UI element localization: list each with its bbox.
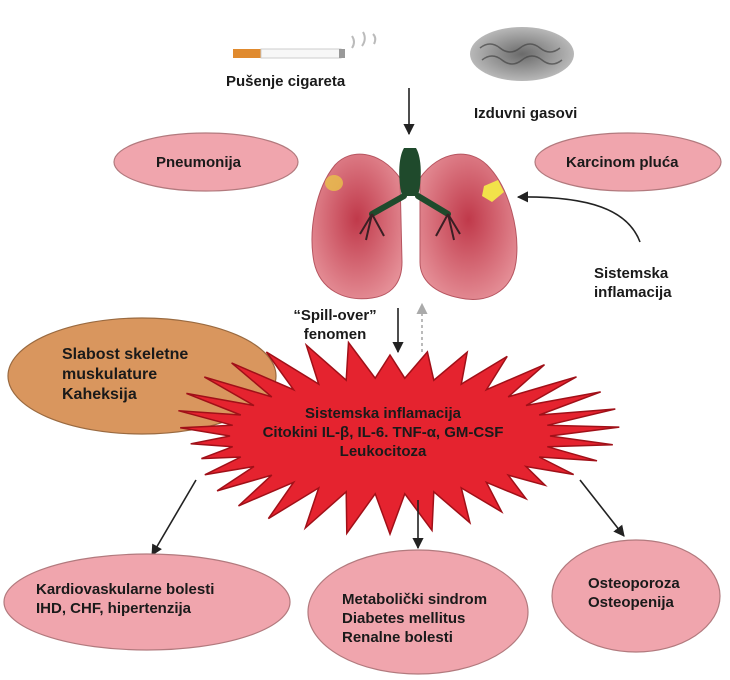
systemic-side-line1: Sistemska bbox=[594, 264, 672, 283]
spillover-line2: fenomen bbox=[280, 325, 390, 344]
lung-cancer-label: Karcinom pluća bbox=[566, 153, 679, 172]
to-bone-arrow bbox=[580, 480, 624, 536]
systemic-inflammation-side-label: Sistemska inflamacija bbox=[594, 264, 672, 302]
metabolic-line3: Renalne bolesti bbox=[342, 628, 487, 647]
metabolic-line2: Diabetes mellitus bbox=[342, 609, 487, 628]
muscle-line2: muskulature bbox=[62, 365, 188, 385]
cigarette-label: Pušenje cigareta bbox=[226, 72, 345, 91]
muscle-line1: Slabost skeletne bbox=[62, 345, 188, 365]
burst-line2: Citokini IL-β, IL-6. TNF-α, GM-CSF bbox=[208, 423, 558, 442]
to-cardio-arrow bbox=[152, 480, 196, 555]
bone-label: Osteoporoza Osteopenija bbox=[588, 574, 680, 612]
exhaust-smoke-icon bbox=[470, 27, 574, 81]
center-burst-label: Sistemska inflamacija Citokini IL-β, IL-… bbox=[208, 404, 558, 461]
pneumonia-label: Pneumonija bbox=[156, 153, 241, 172]
cardio-line1: Kardiovaskularne bolesti bbox=[36, 580, 214, 599]
bone-line1: Osteoporoza bbox=[588, 574, 680, 593]
exhaust-label: Izduvni gasovi bbox=[474, 104, 577, 123]
muscle-line3: Kaheksija bbox=[62, 385, 188, 405]
bone-line2: Osteopenija bbox=[588, 593, 680, 612]
cardio-label: Kardiovaskularne bolesti IHD, CHF, hiper… bbox=[36, 580, 214, 618]
cigarette-icon bbox=[233, 32, 375, 58]
metabolic-label: Metabolički sindrom Diabetes mellitus Re… bbox=[342, 590, 487, 647]
metabolic-line1: Metabolički sindrom bbox=[342, 590, 487, 609]
cardio-line2: IHD, CHF, hipertenzija bbox=[36, 599, 214, 618]
spillover-line1: “Spill-over” bbox=[280, 306, 390, 325]
burst-line1: Sistemska inflamacija bbox=[208, 404, 558, 423]
systemic-side-line2: inflamacija bbox=[594, 283, 672, 302]
systemic-to-lungs-arrow bbox=[518, 197, 640, 242]
spillover-label: “Spill-over” fenomen bbox=[280, 306, 390, 344]
lungs-icon bbox=[312, 148, 517, 300]
burst-line3: Leukocitoza bbox=[208, 442, 558, 461]
muscle-label: Slabost skeletne muskulature Kaheksija bbox=[62, 345, 188, 405]
